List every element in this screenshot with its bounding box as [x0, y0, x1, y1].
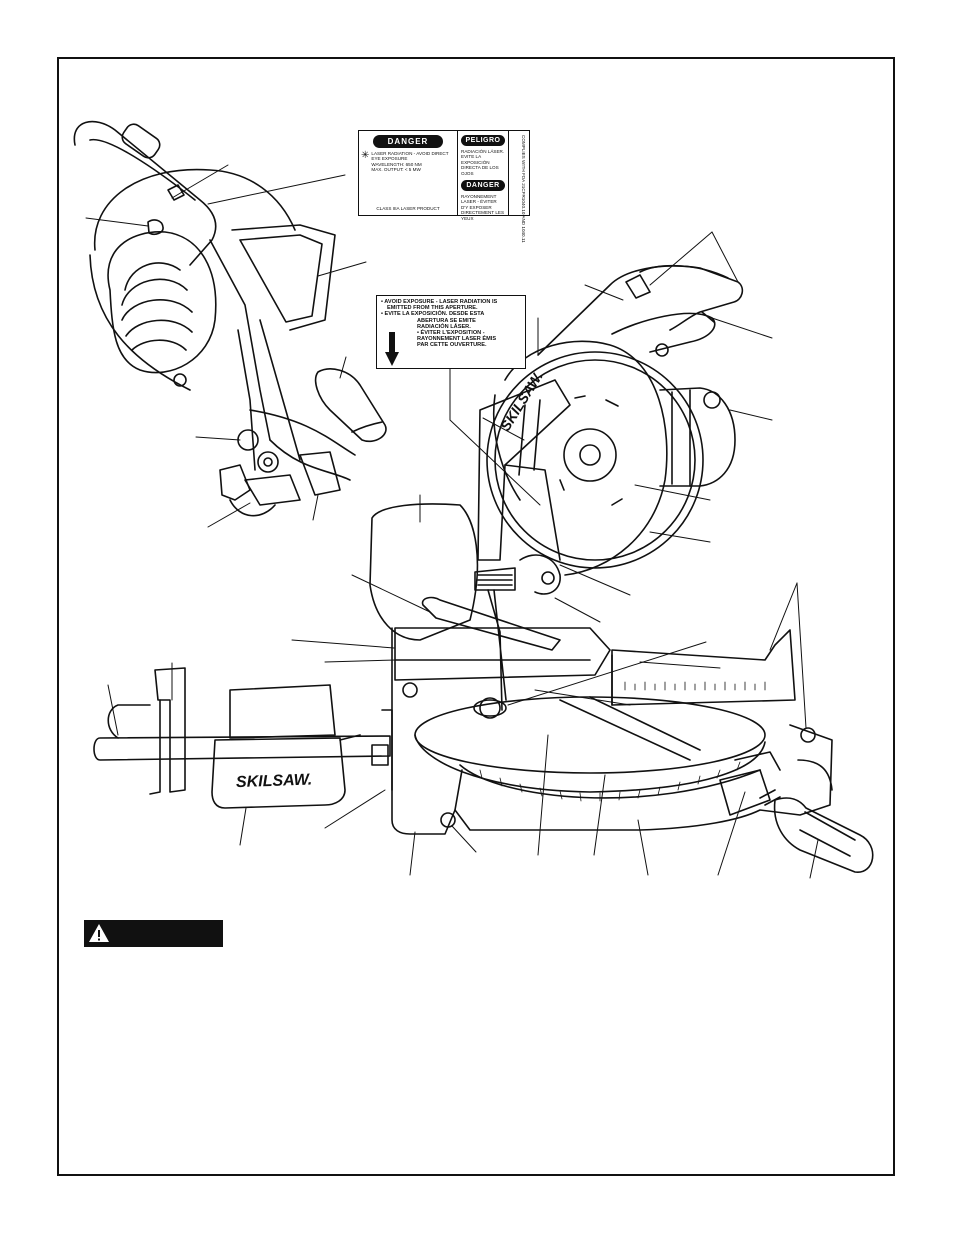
spanish-warning-text: RADIACIÓN LÁSER. EVITE LA EXPOSICIÓN DIR… [461, 149, 505, 176]
laser-danger-label: DANGER ✳ LASER RADIATION - AVOID DIRECT … [358, 130, 530, 243]
compliance-text: COMPLIES WITH FDA 21CFR1040.10 AND 1040.… [521, 135, 526, 243]
danger-title-spanish: PELIGRO [461, 135, 505, 146]
aperture-fr-line-2: RAYONNEMENT LASER ÉMIS [417, 336, 497, 343]
arrow-down-icon [385, 332, 399, 366]
warning-triangle-icon [89, 924, 109, 942]
french-warning-text: RAYONNEMENT LASER - ÉVITER D'Y EXPOSER D… [461, 194, 505, 221]
aperture-en-line-2: EMITTED FROM THIS APERTURE. [387, 305, 478, 312]
main-callout-lines [107, 231, 819, 879]
page-border [57, 57, 895, 1176]
aperture-fr-line-3: PAR CETTE OUVERTURE. [417, 342, 487, 349]
danger-label-spanish-french: PELIGRO RADIACIÓN LÁSER. EVITE LA EXPOSI… [458, 131, 509, 221]
detail-callout-lines [85, 164, 367, 528]
laser-starburst-icon: ✳ [361, 150, 370, 161]
miter-saw-main [93, 264, 874, 873]
danger-title-french: DANGER [461, 180, 505, 192]
aperture-fr-line-1: • ÉVITER L'EXPOSITION - [417, 330, 485, 337]
laser-aperture-label: • AVOID EXPOSURE - LASER RADIATION IS EM… [376, 295, 526, 369]
aperture-es-line-2: ABERTURA SE EMITE [417, 317, 476, 324]
output-text: Max. Output: < 5 mW [371, 167, 421, 173]
aperture-es-line-1: • EVITE LA EXPOSICIÓN. DESDE ESTA [381, 311, 485, 318]
warning-bar [84, 920, 223, 947]
laser-radiation-text: LASER RADIATION - AVOID DIRECT EYE EXPOS… [371, 151, 449, 162]
danger-label-compliance: COMPLIES WITH FDA 21CFR1040.10 AND 1040.… [509, 131, 529, 243]
danger-label-english: DANGER ✳ LASER RADIATION - AVOID DIRECT … [359, 131, 458, 215]
aperture-es-line-3: RADIACIÓN LÁSER. [417, 323, 471, 330]
wavelength-text: WAVELENGTH: 650 nm [371, 161, 422, 167]
danger-title-english: DANGER [373, 135, 443, 148]
extension-logo: SKILSAW. [236, 772, 313, 792]
aperture-en-line-1: • AVOID EXPOSURE - LASER RADIATION IS [381, 299, 498, 305]
saw-head-detail [73, 120, 387, 517]
laser-class-text: CLASS IIIa LASER PRODUCT [376, 206, 440, 211]
